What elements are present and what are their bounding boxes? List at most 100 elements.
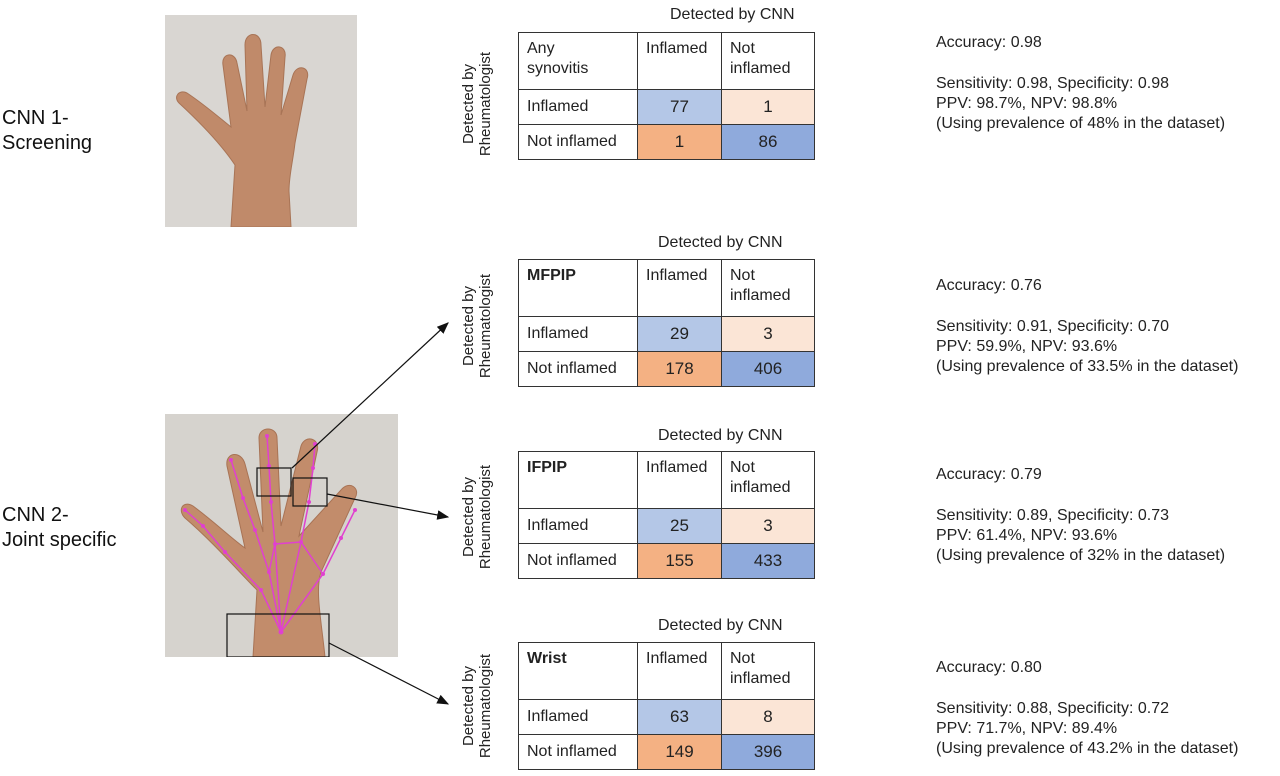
stage-label-cnn2: CNN 2- Joint specific: [2, 503, 117, 553]
column-header-inflamed: Inflamed: [637, 32, 722, 90]
column-header-line: Not: [730, 650, 755, 667]
column-axis-label: Detected by CNN: [670, 6, 795, 23]
cell-false-positive: 178: [637, 351, 722, 387]
row-axis-label: Detected by Rheumatologist: [460, 636, 494, 776]
row-header-inflamed: Inflamed: [518, 508, 638, 544]
corner-label-line: synovitis: [527, 60, 589, 77]
confusion-matrix-ifpip: IFPIP Inflamed Not inflamed Inflamed 25 3…: [518, 451, 815, 579]
cell-false-negative: 1: [721, 89, 815, 125]
column-header-inflamed: Inflamed: [637, 259, 722, 317]
column-header-not-inflamed: Not inflamed: [721, 451, 815, 509]
column-header-inflamed: Inflamed: [637, 642, 722, 700]
stage-label-line: CNN 1-: [2, 107, 69, 129]
column-header-line: Not: [730, 459, 755, 476]
accuracy-text: Accuracy: 0.98: [936, 34, 1042, 51]
column-header-line: Not: [730, 267, 755, 284]
cell-true-positive: 29: [637, 316, 722, 352]
prevalence-text: (Using prevalence of 43.2% in the datase…: [936, 740, 1239, 757]
matrix-corner-label: MFPIP: [518, 259, 638, 317]
column-axis-label: Detected by CNN: [658, 427, 783, 444]
column-header-inflamed: Inflamed: [637, 451, 722, 509]
row-axis-label-line: Detected by: [460, 476, 477, 558]
stage-label-line: Joint specific: [2, 529, 117, 551]
metrics-mfpip: Accuracy: 0.76 Sensitivity: 0.91, Specif…: [936, 276, 1238, 377]
ifpip-joint-box: [292, 477, 328, 507]
cell-true-positive: 25: [637, 508, 722, 544]
confusion-matrix-any-synovitis: Any synovitis Inflamed Not inflamed Inflam…: [518, 32, 815, 160]
sensitivity-specificity-text: Sensitivity: 0.98, Specificity: 0.98: [936, 75, 1169, 92]
column-header-line: inflamed: [730, 287, 791, 304]
ppv-npv-text: PPV: 59.9%, NPV: 93.6%: [936, 338, 1118, 355]
metrics-any-synovitis: Accuracy: 0.98 Sensitivity: 0.98, Specif…: [936, 33, 1225, 134]
confusion-matrix-wrist: Wrist Inflamed Not inflamed Inflamed 63 8…: [518, 642, 815, 770]
accuracy-text: Accuracy: 0.79: [936, 466, 1042, 483]
mfpip-joint-box: [256, 467, 292, 497]
sensitivity-specificity-text: Sensitivity: 0.89, Specificity: 0.73: [936, 507, 1169, 524]
column-axis-label: Detected by CNN: [658, 234, 783, 251]
cell-true-negative: 433: [721, 543, 815, 579]
cell-true-negative: 396: [721, 734, 815, 770]
column-header-line: inflamed: [730, 670, 791, 687]
matrix-corner-label: Any synovitis: [518, 32, 638, 90]
row-header-not-inflamed: Not inflamed: [518, 124, 638, 160]
prevalence-text: (Using prevalence of 33.5% in the datase…: [936, 358, 1239, 375]
ppv-npv-text: PPV: 98.7%, NPV: 98.8%: [936, 95, 1118, 112]
cell-false-positive: 1: [637, 124, 722, 160]
stage-label-line: CNN 2-: [2, 504, 69, 526]
cell-false-negative: 3: [721, 316, 815, 352]
corner-label-line: Any: [527, 40, 555, 57]
accuracy-text: Accuracy: 0.76: [936, 277, 1042, 294]
column-header-not-inflamed: Not inflamed: [721, 32, 815, 90]
cell-true-negative: 406: [721, 351, 815, 387]
row-header-inflamed: Inflamed: [518, 316, 638, 352]
prevalence-text: (Using prevalence of 48% in the dataset): [936, 115, 1226, 132]
corner-label-line: MFPIP: [527, 267, 576, 284]
cell-false-positive: 155: [637, 543, 722, 579]
stage-label-line: Screening: [2, 132, 93, 154]
hand-photo-joint-specific: [165, 414, 398, 657]
column-header-not-inflamed: Not inflamed: [721, 642, 815, 700]
row-header-not-inflamed: Not inflamed: [518, 734, 638, 770]
row-header-not-inflamed: Not inflamed: [518, 543, 638, 579]
column-axis-label: Detected by CNN: [658, 617, 783, 634]
ppv-npv-text: PPV: 61.4%, NPV: 93.6%: [936, 527, 1118, 544]
row-axis-label-line: Detected by: [460, 285, 477, 367]
row-header-inflamed: Inflamed: [518, 89, 638, 125]
row-axis-label-line: Detected by: [460, 63, 477, 145]
column-header-not-inflamed: Not inflamed: [721, 259, 815, 317]
metrics-ifpip: Accuracy: 0.79 Sensitivity: 0.89, Specif…: [936, 465, 1225, 566]
prevalence-text: (Using prevalence of 32% in the dataset): [936, 547, 1226, 564]
accuracy-text: Accuracy: 0.80: [936, 659, 1042, 676]
sensitivity-specificity-text: Sensitivity: 0.88, Specificity: 0.72: [936, 700, 1169, 717]
matrix-corner-label: IFPIP: [518, 451, 638, 509]
cell-true-positive: 77: [637, 89, 722, 125]
row-axis-label-line: Detected by: [460, 665, 477, 747]
ppv-npv-text: PPV: 71.7%, NPV: 89.4%: [936, 720, 1118, 737]
row-axis-label-line: Rheumatologist: [477, 273, 494, 379]
row-axis-label-line: Rheumatologist: [477, 51, 494, 157]
row-header-not-inflamed: Not inflamed: [518, 351, 638, 387]
cell-false-negative: 3: [721, 508, 815, 544]
cell-true-negative: 86: [721, 124, 815, 160]
row-axis-label-line: Rheumatologist: [477, 653, 494, 759]
column-header-line: inflamed: [730, 479, 791, 496]
cell-false-positive: 149: [637, 734, 722, 770]
row-axis-label: Detected by Rheumatologist: [460, 34, 494, 174]
cell-false-negative: 8: [721, 699, 815, 735]
corner-label-line: IFPIP: [527, 459, 568, 476]
sensitivity-specificity-text: Sensitivity: 0.91, Specificity: 0.70: [936, 318, 1169, 335]
metrics-wrist: Accuracy: 0.80 Sensitivity: 0.88, Specif…: [936, 658, 1238, 759]
row-axis-label: Detected by Rheumatologist: [460, 447, 494, 587]
row-axis-label: Detected by Rheumatologist: [460, 256, 494, 396]
confusion-matrix-mfpip: MFPIP Inflamed Not inflamed Inflamed 29 3…: [518, 259, 815, 387]
column-header-line: inflamed: [730, 60, 791, 77]
corner-label-line: Wrist: [527, 650, 567, 667]
cell-true-positive: 63: [637, 699, 722, 735]
hand-photo-screening: [165, 15, 357, 227]
row-axis-label-line: Rheumatologist: [477, 464, 494, 570]
column-header-line: Not: [730, 40, 755, 57]
wrist-joint-box: [226, 613, 330, 657]
row-header-inflamed: Inflamed: [518, 699, 638, 735]
stage-label-cnn1: CNN 1- Screening: [2, 106, 92, 156]
matrix-corner-label: Wrist: [518, 642, 638, 700]
